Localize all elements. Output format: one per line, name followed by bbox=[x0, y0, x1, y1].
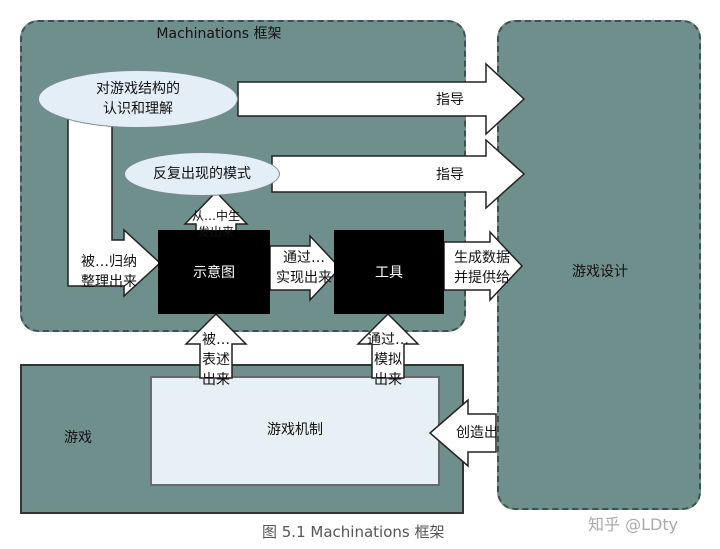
implemented-arrow bbox=[269, 234, 342, 302]
patterns-ellipse: 反复出现的模式 bbox=[124, 152, 280, 196]
guide-middle-arrow bbox=[271, 138, 526, 210]
implemented-label: 通过… 实现出来 bbox=[276, 250, 332, 286]
organized-label: 被…归纳 整理出来 bbox=[81, 254, 137, 290]
game-design-region bbox=[497, 20, 701, 510]
game-mechanics-label: 游戏机制 bbox=[267, 422, 323, 438]
game-mechanics-box bbox=[150, 376, 440, 486]
guide-top-label: 指导 bbox=[436, 92, 464, 108]
emerge-label: 从…中生 发出来 bbox=[191, 209, 240, 239]
understanding-ellipse: 对游戏结构的 认识和理解 bbox=[38, 70, 238, 128]
generate-label: 生成数据 并提供给 bbox=[454, 250, 510, 286]
watermark: 知乎 @LDty bbox=[588, 515, 679, 534]
simulated-arrow bbox=[356, 312, 420, 379]
game-label: 游戏 bbox=[64, 430, 92, 446]
framework-title: Machinations 框架 bbox=[156, 26, 282, 42]
simulated-label: 通过… 模拟 出来 bbox=[367, 332, 409, 388]
generate-arrow bbox=[443, 230, 524, 302]
create-label: 创造出 bbox=[456, 425, 498, 441]
figure-caption: 图 5.1 Machinations 框架 bbox=[262, 523, 445, 541]
tool-box: 工具 bbox=[334, 230, 444, 314]
guide-top-arrow bbox=[237, 62, 526, 136]
described-label: 被… 表述 出来 bbox=[202, 332, 230, 388]
create-arrow bbox=[428, 398, 497, 468]
diagram-box: 示意图 bbox=[158, 230, 270, 314]
game-design-label: 游戏设计 bbox=[572, 264, 628, 280]
described-arrow bbox=[184, 312, 248, 379]
guide-middle-label: 指导 bbox=[436, 167, 464, 183]
organized-arrow bbox=[67, 117, 162, 298]
